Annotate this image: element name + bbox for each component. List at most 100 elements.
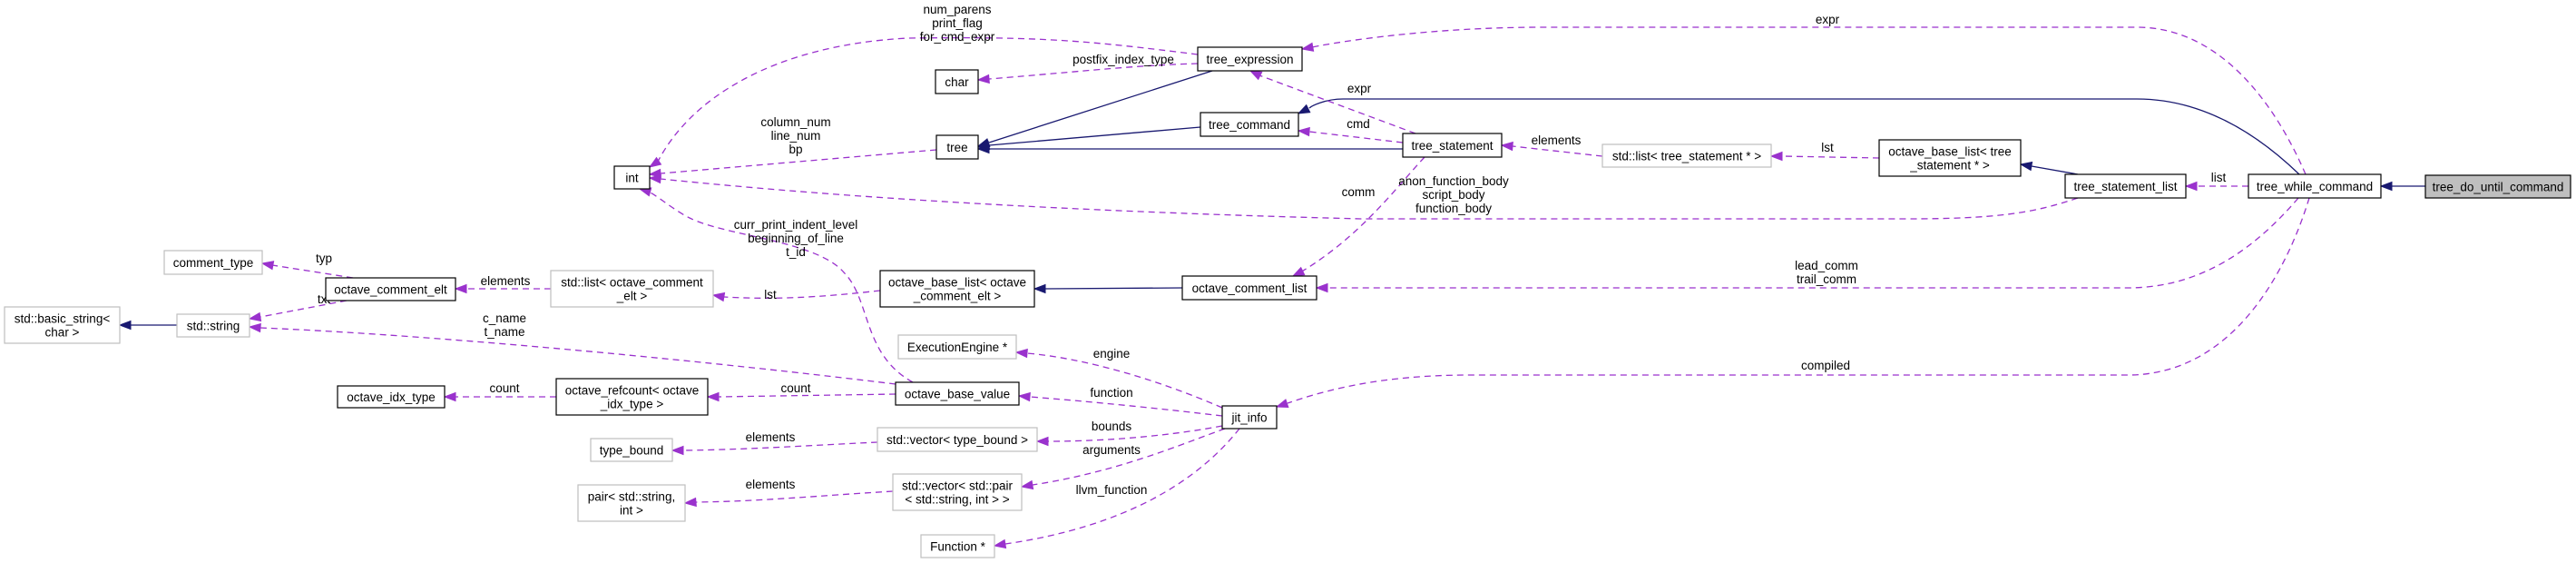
class-node-octave-base-list-comment-elt[interactable]: octave_base_list< octave_comment_elt > xyxy=(879,270,1035,308)
arrowhead-icon xyxy=(1315,282,1328,293)
edge-label: cmd xyxy=(1347,117,1370,131)
edge-tree_statement-to-tree xyxy=(976,143,1403,154)
class-node-std-list-comment-elt[interactable]: std::list< octave_comment_elt > xyxy=(550,270,714,308)
class-node-tree-expression[interactable]: tree_expression xyxy=(1197,46,1303,72)
arrowhead-icon xyxy=(2019,161,2033,172)
class-box[interactable] xyxy=(897,334,1017,360)
class-node-std-vector-pair[interactable]: std::vector< std::pair< std::string, int… xyxy=(892,473,1023,511)
class-box[interactable] xyxy=(337,385,446,409)
class-box[interactable] xyxy=(577,484,686,522)
class-node-std-basic-string[interactable]: std::basic_string<char > xyxy=(4,306,121,344)
class-name-label: tree_expression xyxy=(1206,53,1293,66)
class-node-tree-statement[interactable]: tree_statement xyxy=(1402,133,1503,158)
class-box[interactable] xyxy=(550,270,714,308)
class-node-pair-string-int[interactable]: pair< std::string,int > xyxy=(577,484,686,522)
class-box[interactable] xyxy=(895,381,1020,406)
edge-label: count xyxy=(780,381,810,395)
edge-label: postfix_index_type xyxy=(1073,53,1174,66)
class-name-label: _idx_type > xyxy=(600,398,664,411)
arrowhead-icon xyxy=(648,168,661,179)
inheritance-edge-line xyxy=(988,70,1213,143)
edge-octave_comment_list-to-octave_base_list_comment_elt xyxy=(1033,283,1183,294)
class-node-octave-idx-type[interactable]: octave_idx_type xyxy=(337,385,446,409)
class-box[interactable] xyxy=(935,134,979,160)
class-name-label: octave_base_value xyxy=(905,388,1010,401)
class-node-char[interactable]: char xyxy=(935,69,979,94)
arrowhead-icon xyxy=(1291,266,1306,277)
class-node-function-ptr[interactable]: Function * xyxy=(920,534,995,558)
class-node-tree-statement-list[interactable]: tree_statement_list xyxy=(2064,173,2187,199)
arrowhead-icon xyxy=(1275,399,1289,409)
usage-edge-line xyxy=(1026,352,1223,409)
arrowhead-icon xyxy=(454,283,467,294)
class-box[interactable] xyxy=(590,438,673,462)
arrowhead-icon xyxy=(1500,141,1513,152)
class-box[interactable] xyxy=(877,427,1038,452)
arrowhead-icon xyxy=(2184,181,2198,192)
class-node-comment-type[interactable]: comment_type xyxy=(163,250,263,275)
class-node-tree-while-command[interactable]: tree_while_command xyxy=(2248,173,2382,199)
usage-edge-line xyxy=(1308,131,1404,143)
class-box[interactable] xyxy=(2424,174,2571,199)
edge-label: function xyxy=(1090,386,1132,400)
edge-label: elements xyxy=(746,430,796,444)
class-node-tree-do-until-command[interactable]: tree_do_until_command xyxy=(2424,174,2571,199)
edge-octave_base_value-to-std_string xyxy=(248,322,896,385)
edge-label: function_body xyxy=(1415,202,1492,215)
class-box[interactable] xyxy=(325,277,456,301)
edge-octave_base_value-to-octave_refcount xyxy=(706,391,896,402)
edge-std_vector_pair-to-pair_string_int xyxy=(683,490,894,508)
class-box[interactable] xyxy=(613,165,651,190)
class-node-octave-comment-elt[interactable]: octave_comment_elt xyxy=(325,277,456,301)
class-node-tree[interactable]: tree xyxy=(935,134,979,160)
class-box[interactable] xyxy=(920,534,995,558)
class-node-std-list-tree-statement[interactable]: std::list< tree_statement * > xyxy=(1601,143,1772,168)
class-node-octave-base-list-tree-statement[interactable]: octave_base_list< tree_statement * > xyxy=(1878,139,2022,177)
edge-label: print_flag xyxy=(932,16,983,30)
class-box[interactable] xyxy=(1402,133,1503,158)
class-node-octave-comment-list[interactable]: octave_comment_list xyxy=(1181,275,1317,301)
class-name-label: octave_refcount< octave xyxy=(565,384,699,398)
inheritance-edge-line xyxy=(988,126,1201,146)
arrowhead-icon xyxy=(671,445,684,456)
class-node-std-vector-type-bound[interactable]: std::vector< type_bound > xyxy=(877,427,1038,452)
class-node-octave-refcount[interactable]: octave_refcount< octave_idx_type > xyxy=(555,378,709,416)
class-box[interactable] xyxy=(4,306,121,344)
class-node-std-string[interactable]: std::string xyxy=(176,313,250,338)
class-box[interactable] xyxy=(1221,405,1278,430)
class-node-jit-info[interactable]: jit_info xyxy=(1221,405,1278,430)
class-box[interactable] xyxy=(2248,173,2382,199)
class-node-type-bound[interactable]: type_bound xyxy=(590,438,673,462)
usage-edge-line xyxy=(260,327,896,385)
edge-label: t_name xyxy=(484,325,524,339)
edge-label: bp xyxy=(788,143,802,156)
class-box[interactable] xyxy=(1878,139,2022,177)
usage-edge-line xyxy=(1287,197,2310,404)
class-box[interactable] xyxy=(176,313,250,338)
class-name-label: _statement * > xyxy=(1909,159,1990,173)
class-name-label: pair< std::string, xyxy=(588,490,675,504)
class-box[interactable] xyxy=(555,378,709,416)
edge-std_string-to-std_basic_string xyxy=(118,320,177,331)
class-box[interactable] xyxy=(2064,173,2187,199)
arrowhead-icon xyxy=(1300,42,1315,52)
class-box[interactable] xyxy=(1197,46,1303,72)
class-name-label: octave_idx_type xyxy=(347,390,436,404)
class-box[interactable] xyxy=(1200,112,1299,137)
class-box[interactable] xyxy=(1601,143,1772,168)
usage-edge-line xyxy=(1047,425,1223,442)
class-box[interactable] xyxy=(163,250,263,275)
class-node-tree-command[interactable]: tree_command xyxy=(1200,112,1299,137)
class-box[interactable] xyxy=(879,270,1035,308)
class-name-label: < std::string, int > > xyxy=(905,493,1009,507)
class-box[interactable] xyxy=(935,69,979,94)
arrowhead-icon xyxy=(648,156,662,168)
class-node-octave-base-value[interactable]: octave_base_value xyxy=(895,381,1020,406)
class-box[interactable] xyxy=(1181,275,1317,301)
class-box[interactable] xyxy=(892,473,1023,511)
class-name-label: ExecutionEngine * xyxy=(907,341,1008,354)
class-node-int[interactable]: int xyxy=(613,165,651,190)
arrowhead-icon xyxy=(1297,126,1310,137)
class-node-execution-engine[interactable]: ExecutionEngine * xyxy=(897,334,1017,360)
